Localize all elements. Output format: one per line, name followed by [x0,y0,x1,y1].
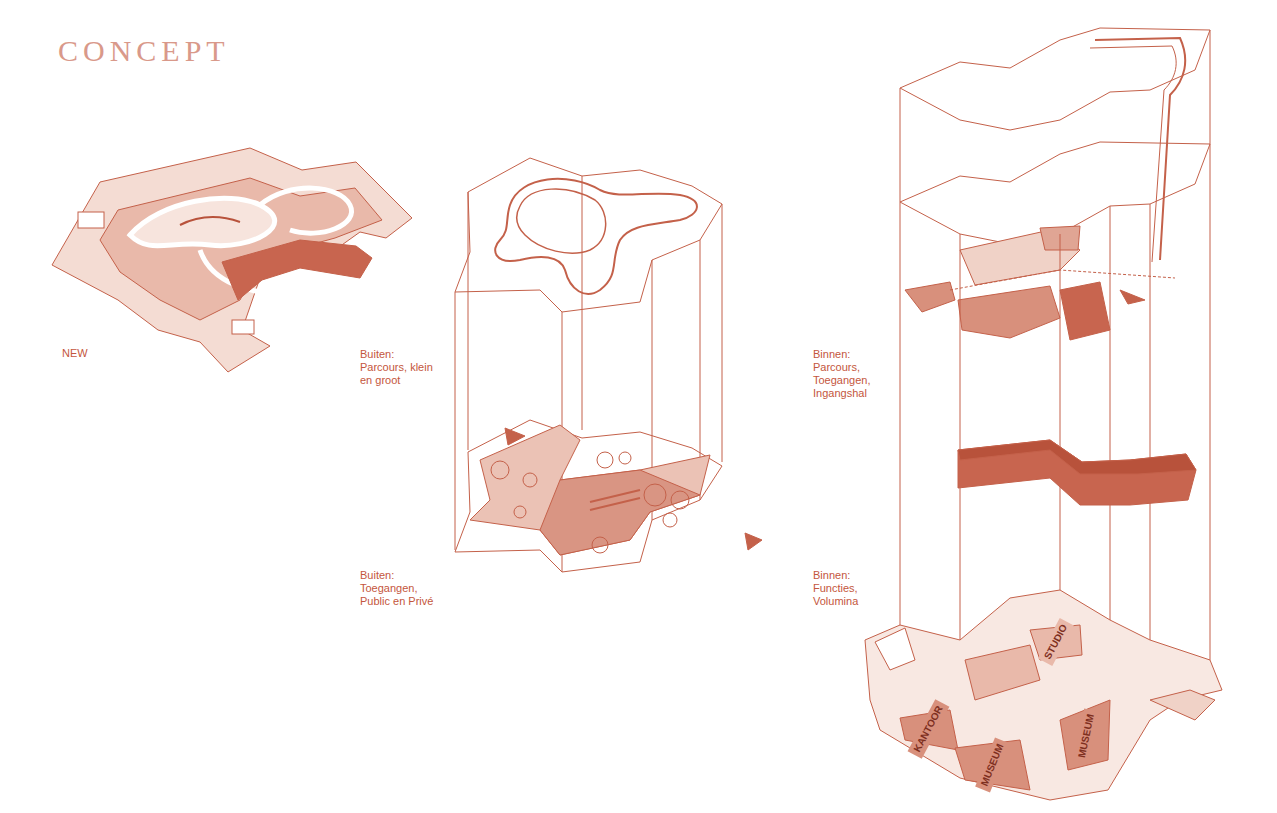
diagram-title: CONCEPT [58,34,230,68]
diagram-label: Buiten: Toegangen, Public en Privé [360,569,444,608]
diagram-label: Buiten: Parcours, klein en groot [360,348,440,387]
diagram-label: NEW [62,347,122,360]
diagram-label: Binnen: Parcours, Toegangen, Ingangshal [813,348,879,400]
diagram-label: Binnen: Functies, Volumina [813,569,879,608]
